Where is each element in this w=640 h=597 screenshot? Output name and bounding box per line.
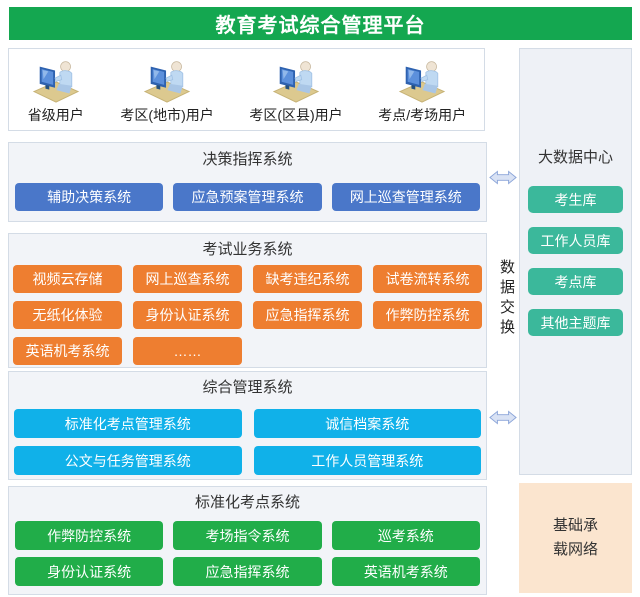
system-button[interactable]: 工作人员管理系统 — [253, 446, 481, 475]
exchange-arrow-top-icon — [489, 170, 517, 185]
system-button[interactable]: 诚信档案系统 — [253, 409, 481, 438]
system-button[interactable]: …… — [133, 337, 242, 365]
user-computer-icon — [399, 61, 446, 103]
big-data-center-title: 大数据中心 — [537, 149, 613, 166]
user-item: 考点/考场用户 — [378, 58, 466, 125]
system-button[interactable]: 应急预案管理系统 — [173, 183, 322, 211]
database-button[interactable]: 考点库 — [528, 268, 623, 295]
system-button[interactable]: 网上巡查管理系统 — [331, 183, 480, 211]
user-computer-icon — [272, 61, 320, 103]
section-title: 标准化考点系统 — [194, 494, 300, 511]
system-button[interactable]: 巡考系统 — [331, 521, 480, 550]
user-computer-icon — [32, 61, 79, 103]
data-exchange-label: 数据交换 — [498, 259, 515, 339]
user-computer-icon — [143, 61, 191, 103]
system-button[interactable]: 公文与任务管理系统 — [14, 446, 242, 475]
system-button[interactable]: 缺考违纪系统 — [253, 265, 362, 293]
system-button[interactable]: 作弊防控系统 — [15, 521, 164, 550]
user-label: 考点/考场用户 — [378, 107, 467, 123]
system-button[interactable]: 考场指令系统 — [173, 521, 322, 550]
system-button[interactable]: 辅助决策系统 — [15, 183, 164, 211]
user-label: 考区(地市)用户 — [120, 107, 214, 123]
user-label: 省级用户 — [27, 107, 84, 123]
big-data-center-panel: 大数据中心 考生库工作人员库考点库其他主题库 — [519, 48, 632, 475]
network-box: 基础承载网络 — [519, 483, 632, 593]
user-label: 考区(区县)用户 — [249, 107, 343, 123]
system-button[interactable]: 应急指挥系统 — [173, 557, 322, 586]
section-title: 考试业务系统 — [202, 241, 293, 258]
system-button[interactable]: 应急指挥系统 — [253, 301, 362, 329]
system-button[interactable]: 试卷流转系统 — [373, 265, 482, 293]
section-standardized-testsite: 标准化考点系统 作弊防控系统考场指令系统巡考系统身份认证系统应急指挥系统英语机考… — [8, 486, 487, 595]
exchange-arrow-bottom-icon — [489, 410, 517, 425]
database-button[interactable]: 考生库 — [528, 186, 623, 213]
page-title: 教育考试综合管理平台 — [215, 15, 426, 37]
section-title: 决策指挥系统 — [202, 151, 293, 168]
system-button[interactable]: 网上巡查系统 — [133, 265, 242, 293]
system-button[interactable]: 视频云存储 — [13, 265, 122, 293]
section-title: 综合管理系统 — [202, 379, 293, 396]
user-item: 考区(区县)用户 — [249, 58, 343, 125]
user-item: 省级用户 — [27, 58, 85, 125]
network-label: 基础承载网络 — [553, 517, 599, 558]
database-button[interactable]: 工作人员库 — [528, 227, 623, 254]
users-panel: 省级用户 考区(地市)用户 — [8, 48, 485, 131]
section-decision-command: 决策指挥系统 辅助决策系统应急预案管理系统网上巡查管理系统 — [8, 142, 487, 222]
section-exam-business: 考试业务系统 视频云存储网上巡查系统缺考违纪系统试卷流转系统无纸化体验身份认证系… — [8, 233, 487, 368]
section-comprehensive-management: 综合管理系统 标准化考点管理系统诚信档案系统公文与任务管理系统工作人员管理系统 — [8, 371, 487, 480]
database-button[interactable]: 其他主题库 — [528, 309, 623, 336]
user-item: 考区(地市)用户 — [120, 58, 214, 125]
system-button[interactable]: 无纸化体验 — [13, 301, 122, 329]
system-button[interactable]: 作弊防控系统 — [373, 301, 482, 329]
system-button[interactable]: 身份认证系统 — [15, 557, 164, 586]
system-button[interactable]: 英语机考系统 — [13, 337, 122, 365]
platform-header: 教育考试综合管理平台 — [9, 7, 632, 40]
system-button[interactable]: 身份认证系统 — [133, 301, 242, 329]
system-button[interactable]: 标准化考点管理系统 — [14, 409, 242, 438]
system-button[interactable]: 英语机考系统 — [331, 557, 480, 586]
